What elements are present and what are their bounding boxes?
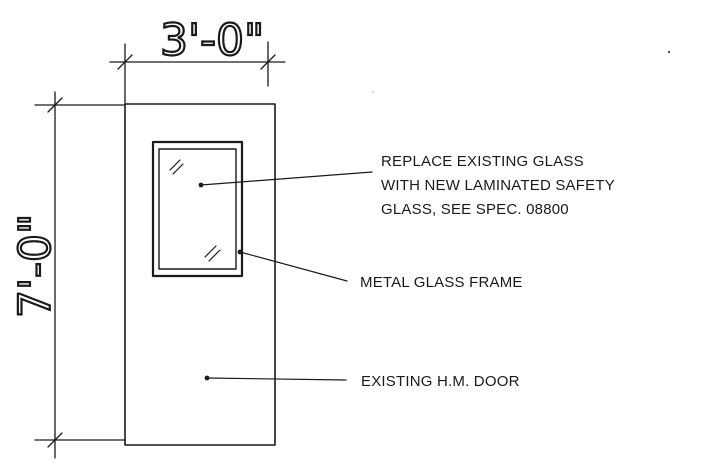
glass-note-line-2: WITH NEW LAMINATED SAFETY <box>381 177 615 194</box>
glass-note-line-3: GLASS, SEE SPEC. 08800 <box>381 201 569 218</box>
glass-frame-outer <box>151 140 244 278</box>
door-note-leader <box>204 375 347 381</box>
scan-speck <box>668 51 670 53</box>
width-dimension <box>109 41 286 105</box>
glass-frame-inner <box>158 148 237 270</box>
frame-note-leader <box>237 249 348 282</box>
door-note: EXISTING H.M. DOOR <box>361 373 520 390</box>
frame-note: METAL GLASS FRAME <box>360 274 523 291</box>
glass-note-line-1: REPLACE EXISTING GLASS <box>381 153 584 170</box>
glass-note-leader <box>198 171 373 188</box>
height-dimension-label: 7'-0" <box>10 214 61 318</box>
height-dimension <box>34 91 126 459</box>
scan-speck <box>372 91 374 93</box>
glass-hatch-marks <box>169 159 221 262</box>
width-dimension-label: 3'-0" <box>160 15 264 66</box>
door-outline <box>124 103 276 446</box>
